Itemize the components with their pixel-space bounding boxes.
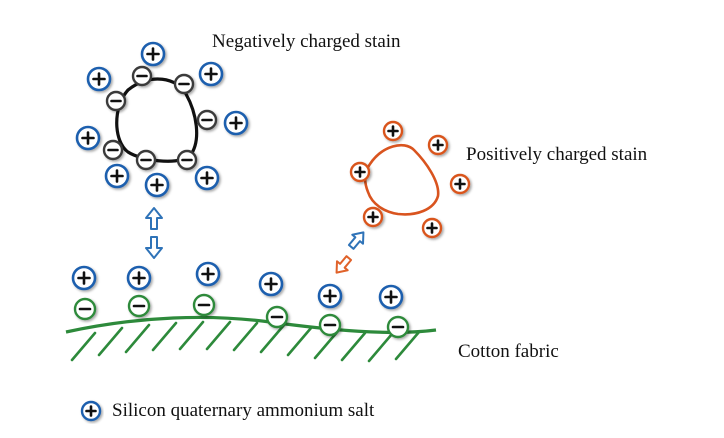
negative-stain-counter-ion-plus-icon (194, 165, 220, 191)
fabric-silicon-salt-cation-plus-icon (317, 283, 343, 309)
fabric-anion-minus-icon (265, 305, 289, 329)
fabric-silicon-salt-cation-plus-icon (71, 265, 97, 291)
positive-stain-charge-plus-icon (382, 120, 404, 142)
legend: Silicon quaternary ammonium salt (78, 398, 374, 424)
positive-stain-charge-plus-icon (421, 217, 443, 239)
positive-stain-blob (363, 143, 440, 216)
fabric-anion-minus-icon (73, 297, 97, 321)
positive-stain-charge-plus-icon (349, 161, 371, 183)
cotton-fabric-label: Cotton fabric (458, 341, 559, 362)
legend-plus-icon (80, 400, 102, 422)
fabric-silicon-salt-cation-plus-icon (126, 265, 152, 291)
negative-stain-charge-minus-icon (102, 139, 124, 161)
negative-stain-charge-minus-icon (105, 90, 127, 112)
charge-symbols (71, 41, 471, 339)
legend-label: Silicon quaternary ammonium salt (112, 400, 375, 421)
negative-stain-charge-minus-icon (135, 149, 157, 171)
negative-stain-charge-minus-icon (131, 65, 153, 87)
negative-stain-charge-minus-icon (176, 149, 198, 171)
negative-stain-label: Negatively charged stain (212, 31, 401, 52)
negative-stain-counter-ion-plus-icon (75, 125, 101, 151)
positive-stain-charge-plus-icon (362, 206, 384, 228)
negative-stain-charge-minus-icon (196, 109, 218, 131)
negative-stain-counter-ion-plus-icon (144, 172, 170, 198)
attraction-arrow-negative (145, 207, 163, 259)
negative-stain-counter-ion-plus-icon (86, 66, 112, 92)
positive-stain-charge-plus-icon (449, 173, 471, 195)
fabric-anion-minus-icon (127, 294, 151, 318)
attraction-arrow-positive (335, 231, 365, 274)
fabric-anion-minus-icon (192, 293, 216, 317)
fabric-anion-minus-icon (386, 315, 410, 339)
fabric-anion-minus-icon (318, 313, 342, 337)
positive-stain-charge-plus-icon (427, 134, 449, 156)
negative-stain-counter-ion-plus-icon (198, 61, 224, 87)
positive-stain-label: Positively charged stain (466, 144, 648, 165)
fabric-silicon-salt-cation-plus-icon (195, 261, 221, 287)
negative-stain-counter-ion-plus-icon (104, 163, 130, 189)
negative-stain-counter-ion-plus-icon (223, 110, 249, 136)
fabric-hatch-marks (70, 320, 421, 363)
fabric-silicon-salt-cation-plus-icon (258, 271, 284, 297)
negative-stain-counter-ion-plus-icon (140, 41, 166, 67)
fabric-silicon-salt-cation-plus-icon (378, 284, 404, 310)
negative-stain-charge-minus-icon (173, 73, 195, 95)
